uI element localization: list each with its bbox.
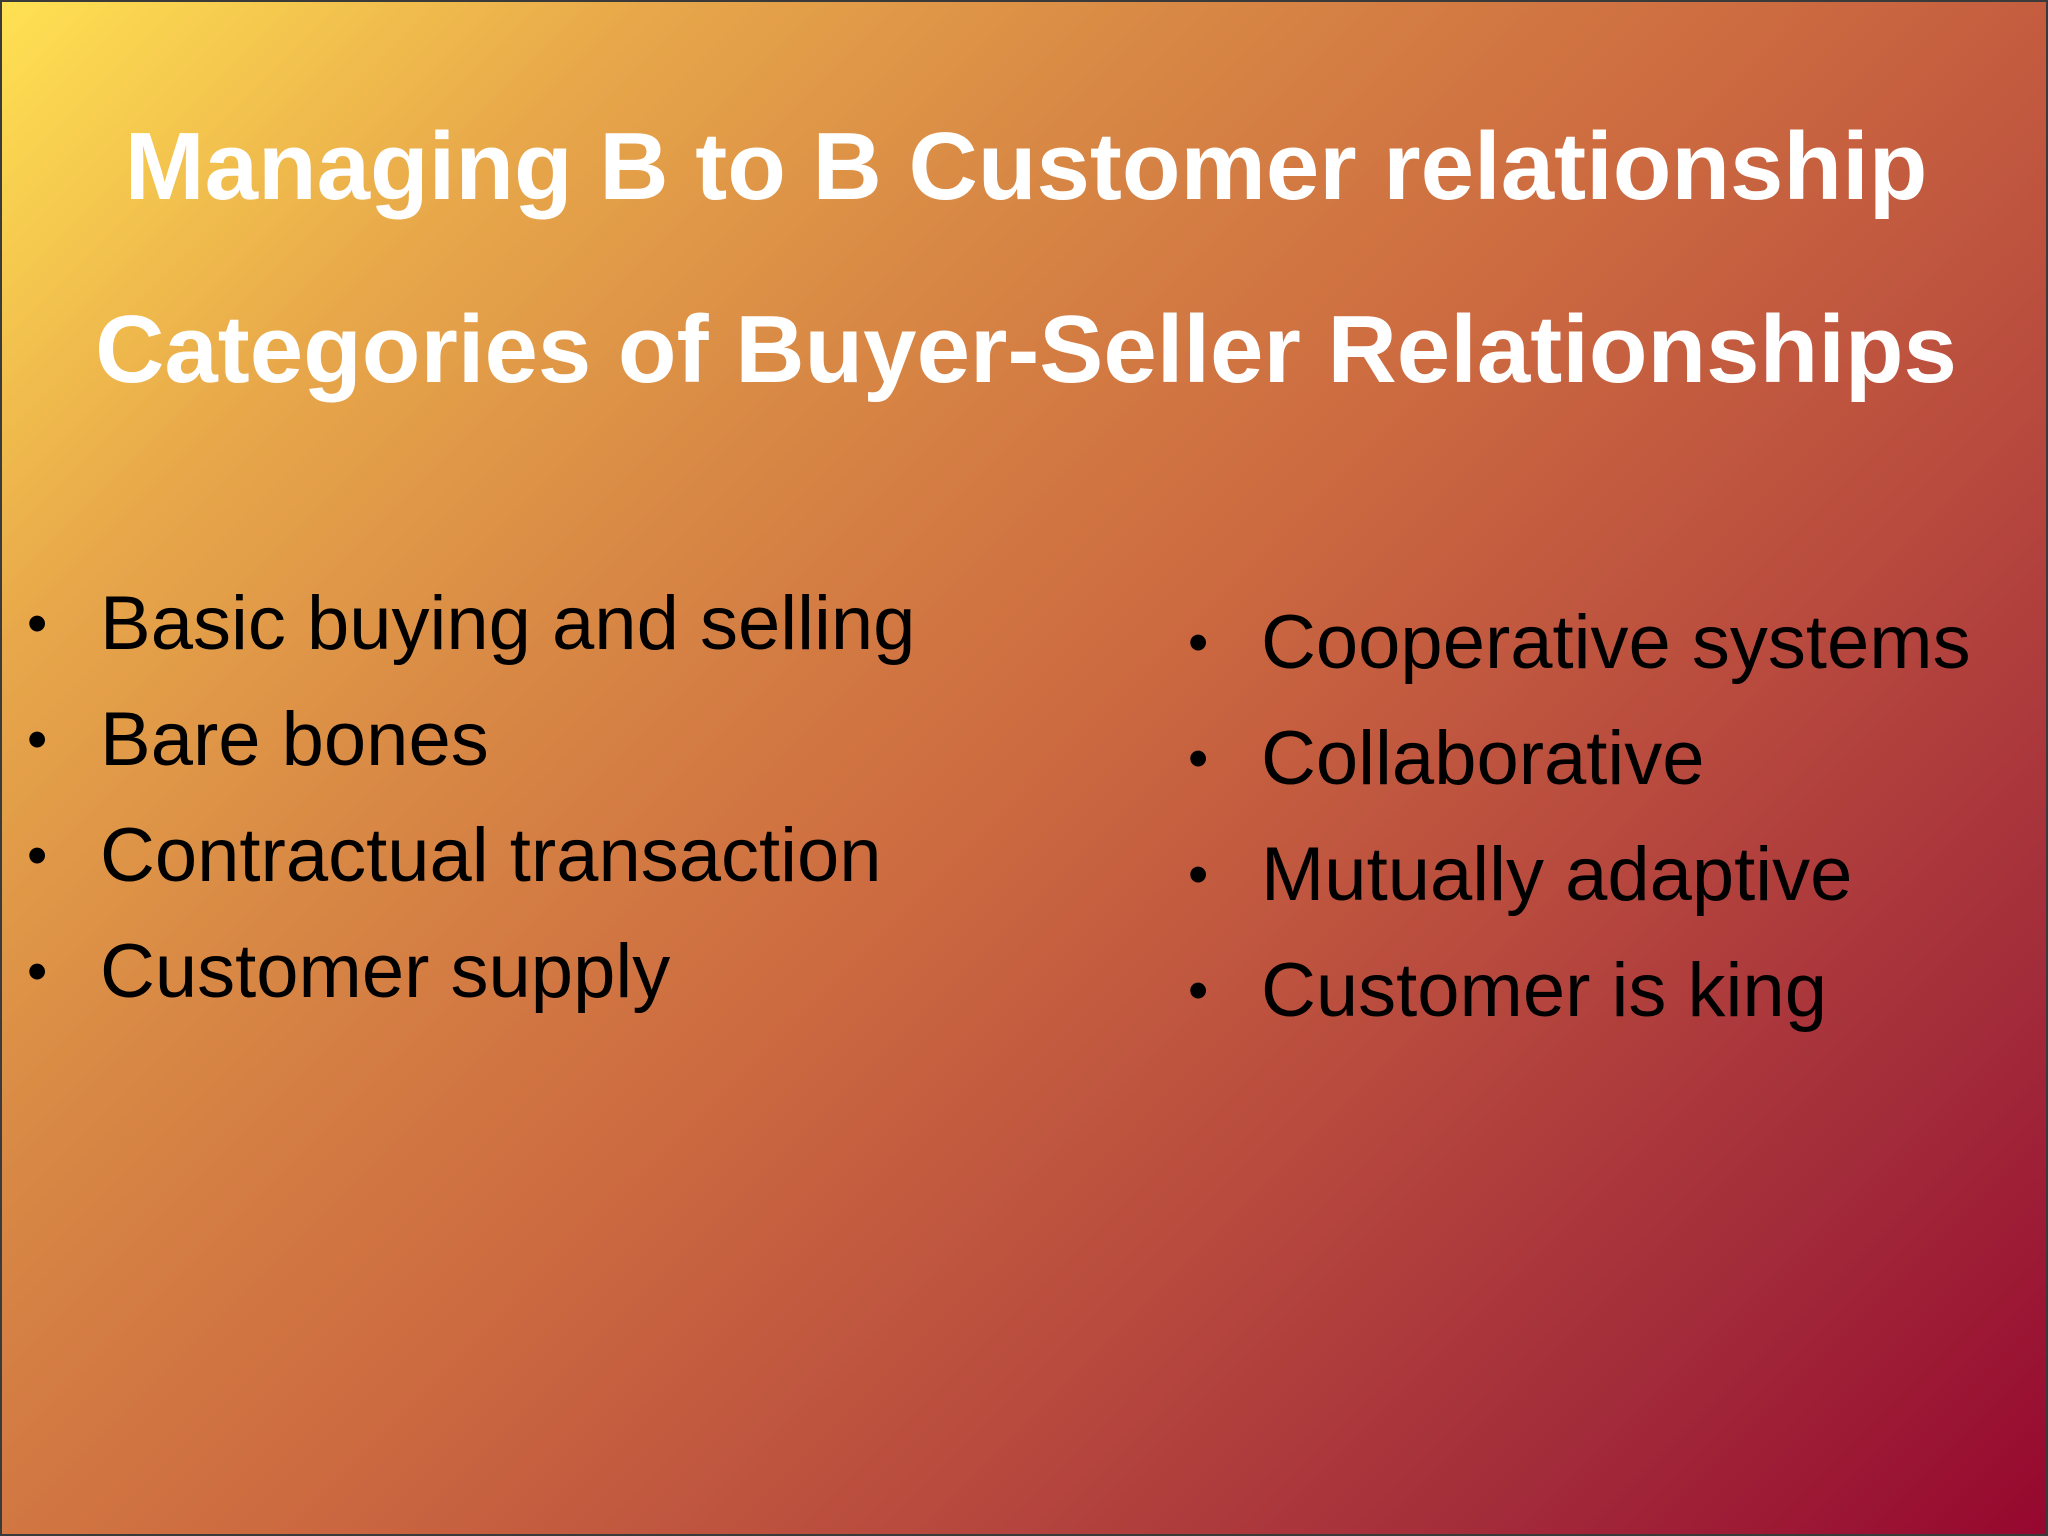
bullet-icon: • [27, 823, 48, 888]
list-item-text: Collaborative [1261, 716, 1705, 801]
bullet-icon: • [1188, 610, 1209, 675]
bullet-icon: • [1188, 958, 1209, 1023]
list-item-text: Contractual transaction [100, 813, 882, 898]
list-item: • Contractual transaction [22, 808, 922, 904]
bullet-icon: • [1188, 842, 1209, 907]
slide-title: Managing B to B Customer relationship [124, 113, 1928, 220]
bullet-icon: • [27, 707, 48, 772]
list-item: • Customer is king [1183, 943, 2043, 1039]
list-item: • Basic buying and selling [22, 576, 922, 672]
list-item-text: Basic buying and selling [100, 581, 916, 666]
bullet-icon: • [27, 939, 48, 1004]
list-item: • Customer supply [22, 924, 922, 1020]
list-item: • Cooperative systems [1183, 595, 2043, 691]
list-item: • Bare bones [22, 692, 922, 788]
slide-subtitle: Categories of Buyer-Seller Relationships [95, 296, 1957, 403]
list-item: • Mutually adaptive [1183, 827, 2043, 923]
bullet-icon: • [1188, 726, 1209, 791]
right-bullet-list: • Cooperative systems • Collaborative • … [1183, 595, 2043, 1059]
list-item-text: Customer supply [100, 929, 671, 1014]
bullet-icon: • [27, 591, 48, 656]
list-item: • Collaborative [1183, 711, 2043, 807]
list-item-text: Cooperative systems [1261, 600, 1971, 685]
left-bullet-list: • Basic buying and selling • Bare bones … [22, 576, 922, 1040]
list-item-text: Bare bones [100, 697, 489, 782]
list-item-text: Customer is king [1261, 948, 1827, 1033]
list-item-text: Mutually adaptive [1261, 832, 1853, 917]
